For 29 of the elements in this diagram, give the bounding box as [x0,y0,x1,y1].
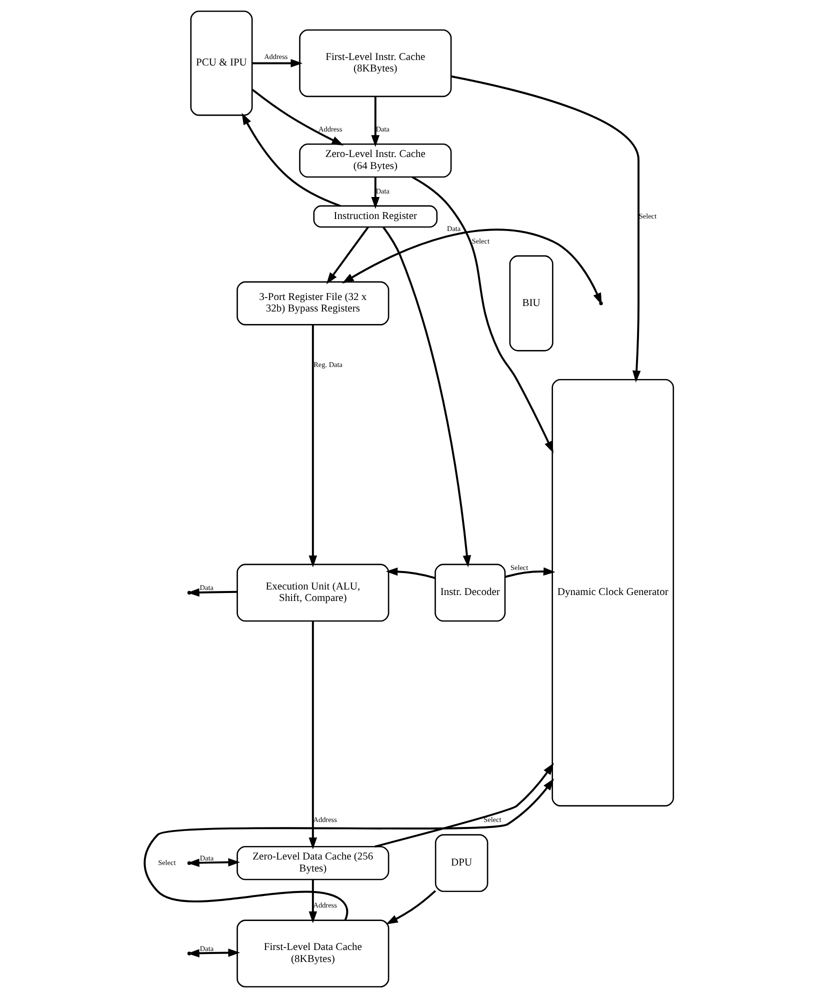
arrow [251,88,344,146]
arrow [411,176,553,454]
node-box: BIU [508,255,553,352]
node-box: Zero-Level Instr. Cache (64 Bytes) [298,143,452,178]
arrow [504,567,555,578]
node-box: Execution Unit (ALU, Shift, Compare) [236,564,389,622]
arrow [308,621,317,850]
arrow [326,226,368,284]
arrow [385,567,435,579]
node-box: Instr. Decoder [434,564,506,622]
arrow [252,59,302,68]
node-box: First-Level Instr. Cache (8KBytes) [298,29,452,98]
arrow [382,226,471,568]
node-box: Dynamic Clock Generator [551,378,674,806]
node-box: 3-Port Register File (32 x 32b) Bypass Registers [236,281,389,326]
node-box: Zero-Level Data Cache (256 Bytes) [236,846,389,880]
node-box: PCU & IPU [190,10,252,116]
arrow [370,177,380,209]
arrow [308,324,317,568]
arrow [143,778,554,920]
node-box: DPU [434,834,488,892]
arrow [241,112,340,207]
node-box: First-Level Data Cache (8KBytes) [236,920,389,988]
arrow [386,890,436,924]
arrow [308,880,317,924]
arrow [374,762,554,848]
arrow [450,75,640,382]
node-box: Instruction Register [312,205,438,228]
arrow [370,96,380,147]
